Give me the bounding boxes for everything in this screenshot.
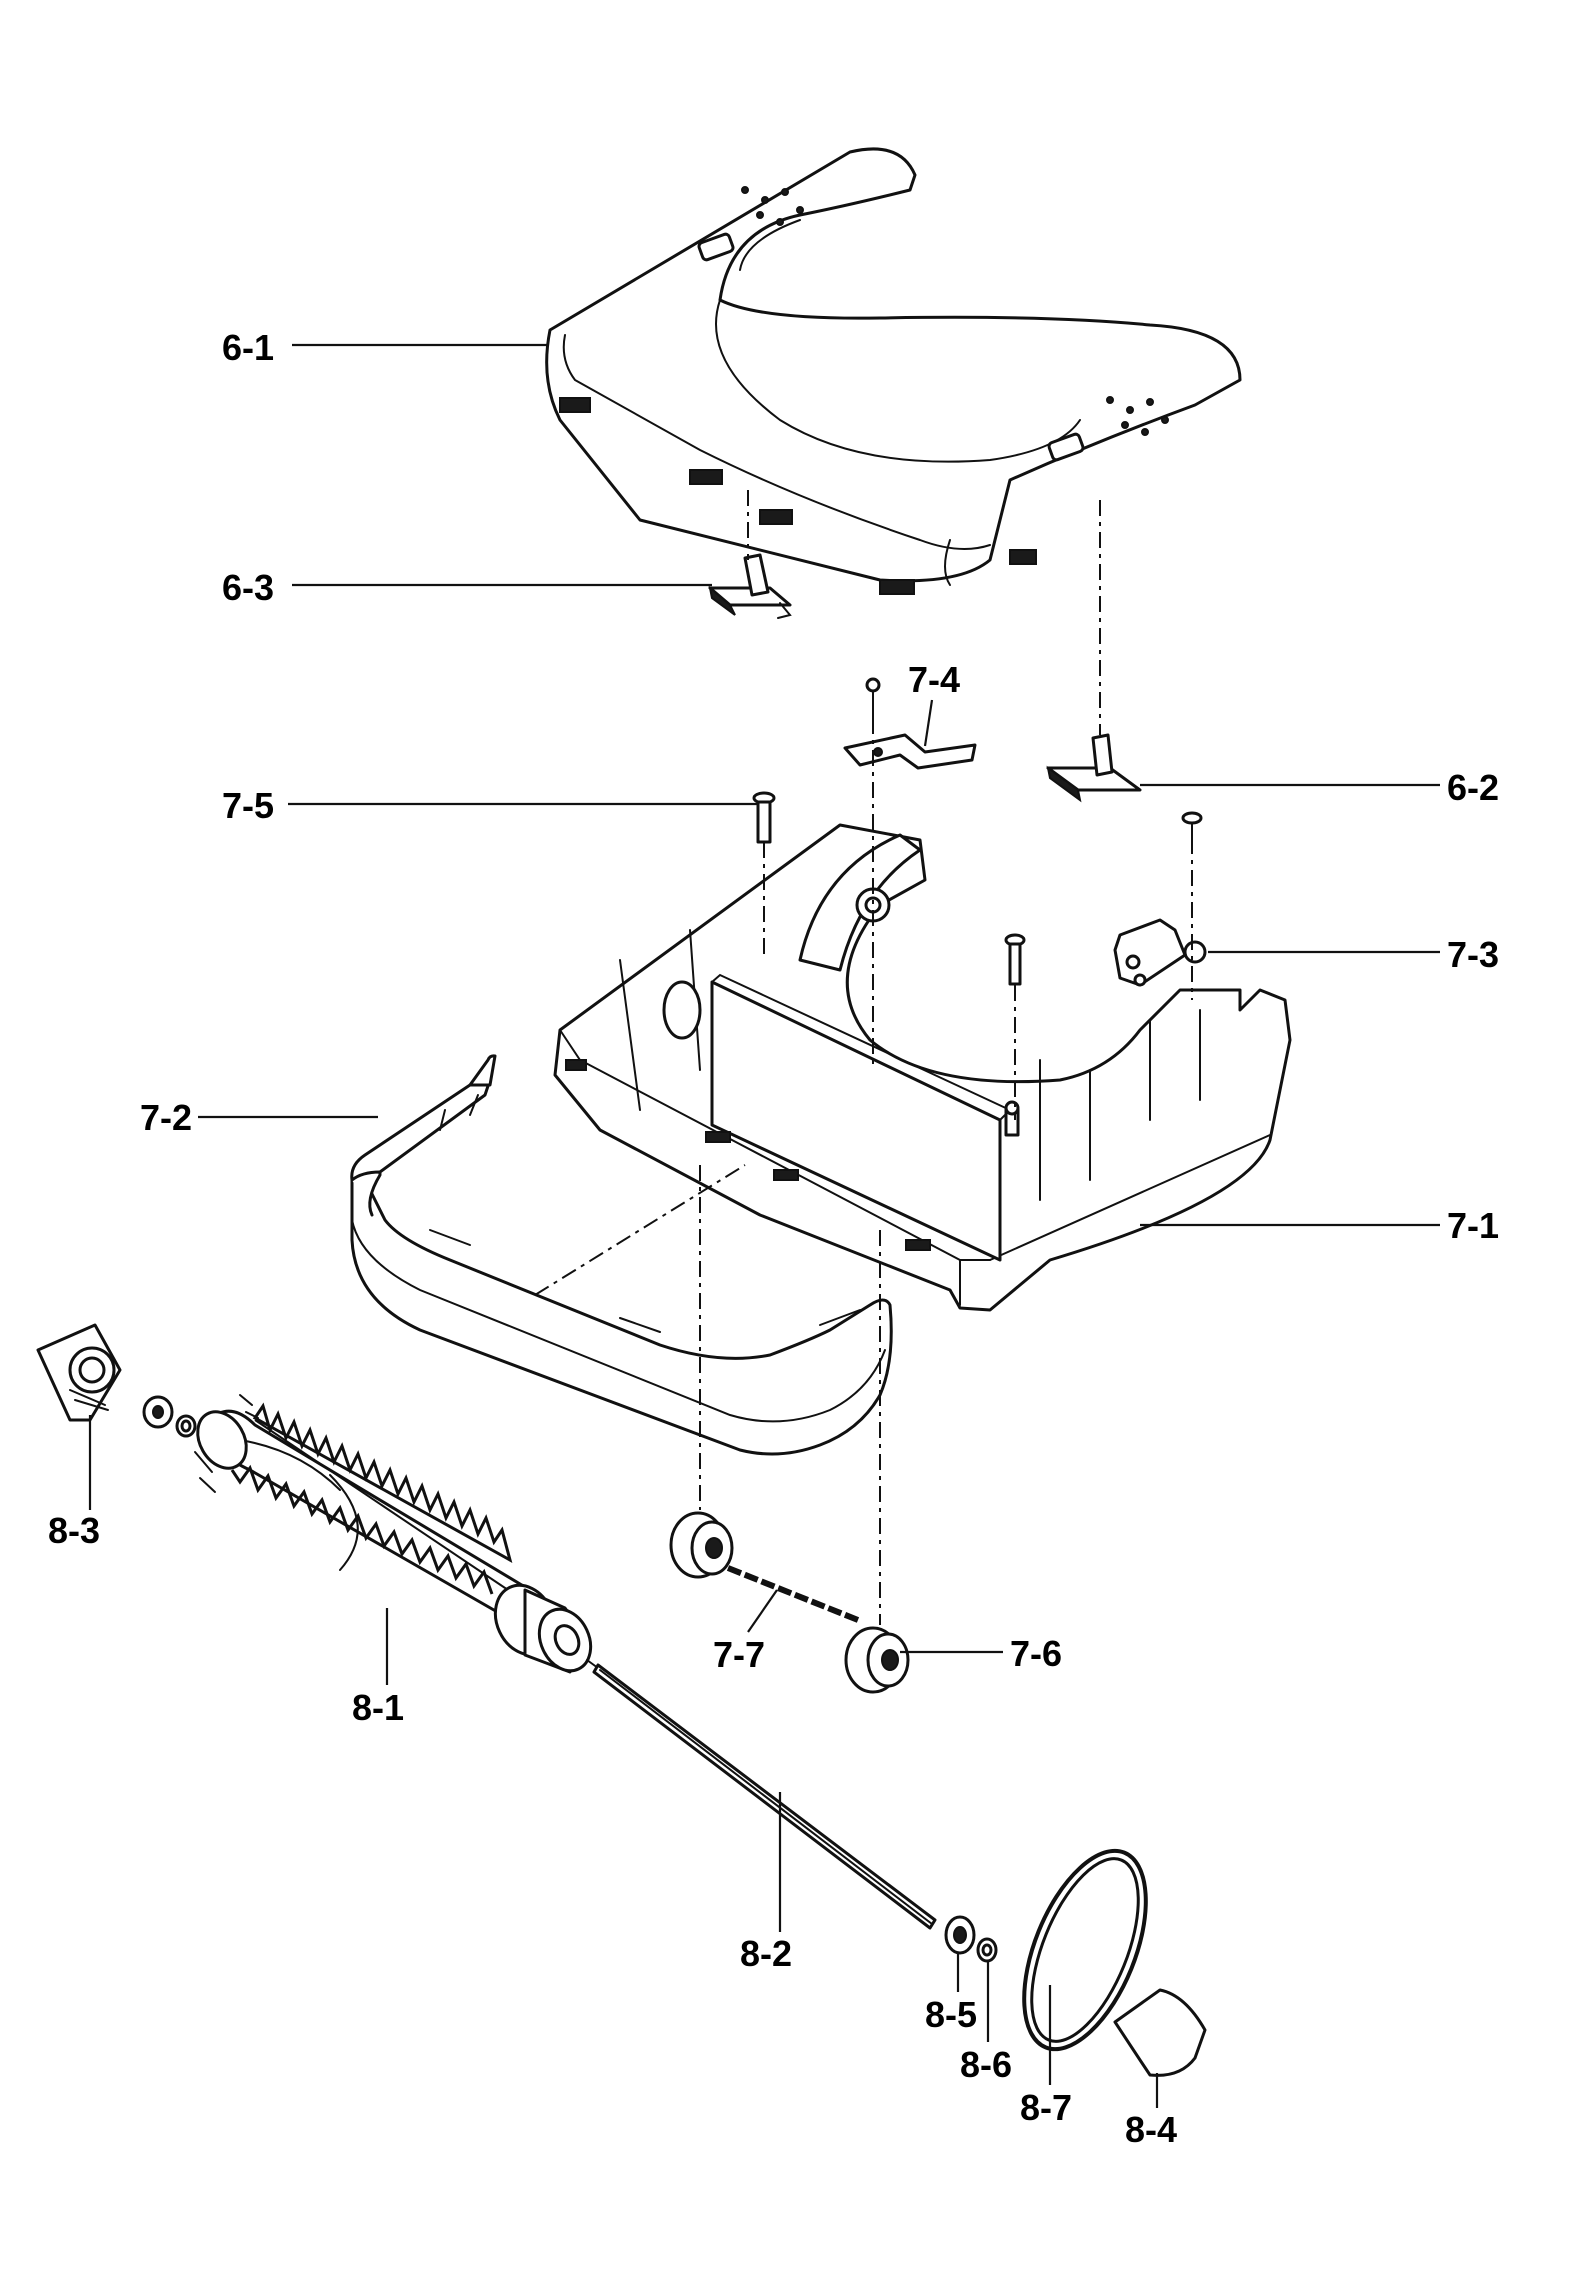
right-wheel-part [844, 1626, 910, 1694]
label-8-4: 8-4 [1125, 2109, 1178, 2150]
axle-part [726, 1565, 860, 1623]
label-8-7: 8-7 [1020, 2087, 1073, 2128]
label-6-3: 6-3 [222, 567, 275, 608]
label-7-2: 7-2 [140, 1097, 193, 1138]
label-7-1: 7-1 [1447, 1205, 1500, 1246]
long-screw-part [752, 791, 776, 844]
bracket-part [843, 733, 977, 770]
assembly-lines [534, 490, 1193, 1625]
right-washer-part [976, 1937, 998, 1963]
left-wheel-part [669, 1511, 734, 1579]
clip-screw-part [1181, 811, 1203, 839]
label-8-2: 8-2 [740, 1933, 793, 1974]
shaft-part [592, 1663, 937, 1930]
left-latch-part [708, 553, 792, 619]
leader-lines [88, 343, 1440, 2108]
label-7-4: 7-4 [908, 659, 961, 700]
front-bumper-part [350, 1054, 893, 1456]
label-6-2: 6-2 [1447, 767, 1500, 808]
right-bearing-part [944, 1915, 976, 1955]
label-8-6: 8-6 [960, 2044, 1013, 2085]
left-washer-part [175, 1414, 197, 1438]
belt-part [1022, 1848, 1148, 2052]
clip-part [1113, 918, 1207, 987]
label-8-5: 8-5 [925, 1994, 978, 2035]
right-end-cap-part [1113, 1988, 1207, 2077]
base-housing-part [553, 823, 1292, 1312]
label-7-6: 7-6 [1010, 1633, 1063, 1674]
left-bearing-part [142, 1395, 174, 1429]
housing-screw-part [1004, 933, 1026, 986]
label-6-1: 6-1 [222, 327, 275, 368]
right-latch-part [1046, 733, 1142, 803]
label-8-1: 8-1 [352, 1687, 405, 1728]
label-8-3: 8-3 [48, 1510, 101, 1551]
label-7-5: 7-5 [222, 785, 275, 826]
left-end-cap-part [36, 1323, 122, 1422]
label-7-7: 7-7 [713, 1634, 766, 1675]
label-7-3: 7-3 [1447, 934, 1500, 975]
bracket-screw-part [865, 677, 881, 719]
top-cover-part [545, 147, 1242, 595]
brushroll-part [194, 1394, 599, 1674]
